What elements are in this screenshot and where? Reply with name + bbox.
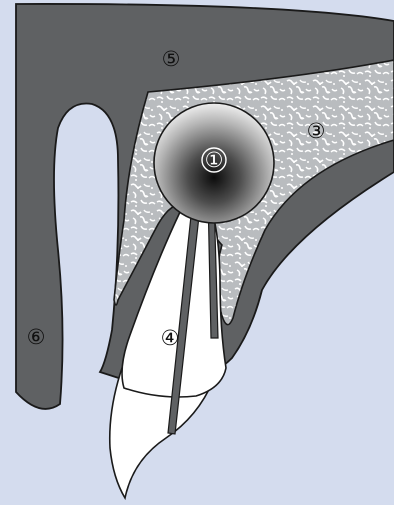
label-4: ④ bbox=[161, 326, 180, 350]
label-1: ① bbox=[205, 148, 224, 172]
label-3: ③ bbox=[307, 119, 326, 143]
label-5: ⑤ bbox=[162, 47, 181, 71]
label-6: ⑥ bbox=[27, 325, 46, 349]
